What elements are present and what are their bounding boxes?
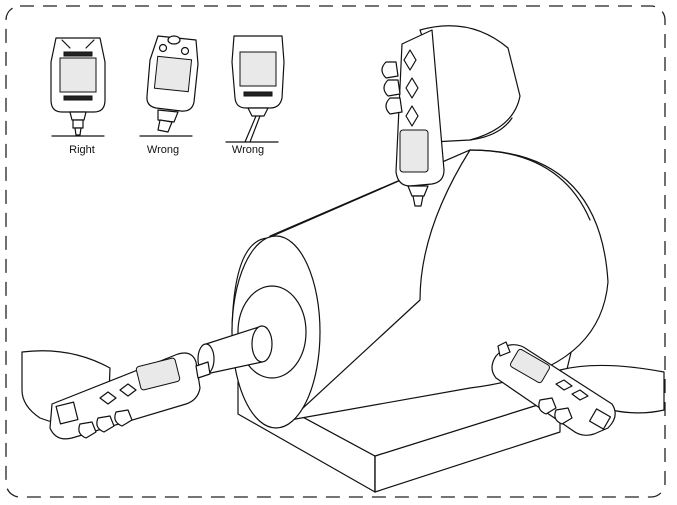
right-device-hand (491, 341, 665, 436)
label-wrong-1: Wrong (147, 144, 179, 156)
device-right (50, 37, 106, 137)
probe-orientation-inset: Right Wrong Wrong (50, 35, 285, 156)
left-device-hand (21, 350, 211, 440)
label-right: Right (69, 144, 95, 156)
device-wrong-tilted (139, 35, 199, 137)
dashed-border (5, 5, 666, 498)
device-wrong-pressed (225, 35, 285, 143)
top-device-hand (381, 25, 521, 207)
label-wrong-2: Wrong (232, 144, 264, 156)
